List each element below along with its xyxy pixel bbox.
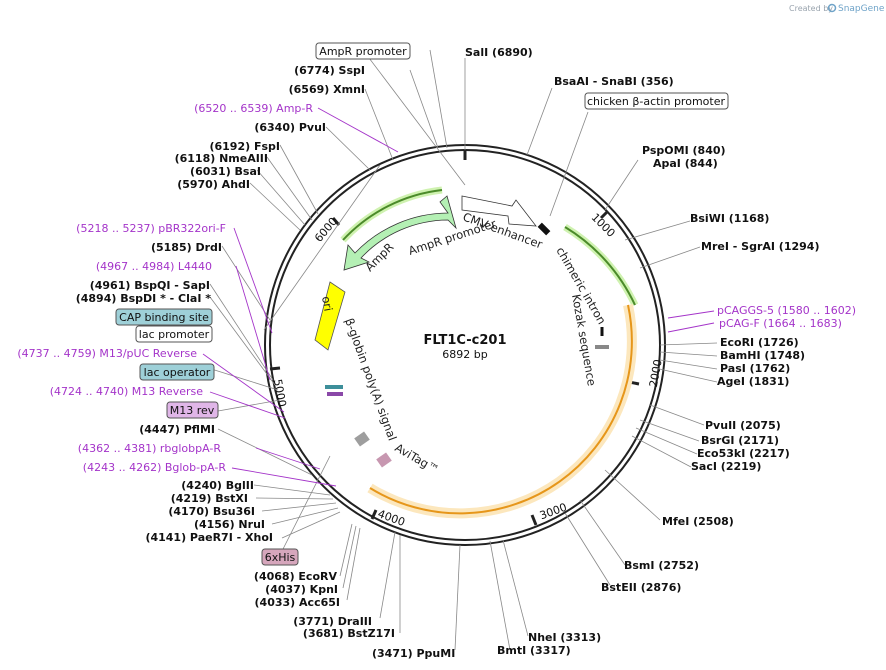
enzyme-eco53ki: Eco53kI (2217) bbox=[697, 447, 790, 460]
enzyme-pspomi: PspOMI (840) bbox=[642, 144, 726, 157]
enzyme-bamhi: BamHI (1748) bbox=[720, 349, 805, 362]
enzyme-xmni: (6569) XmnI bbox=[289, 83, 365, 96]
ori-feature bbox=[314, 281, 346, 351]
tick-label-1000: 1000 bbox=[589, 211, 618, 240]
leader-lines bbox=[204, 49, 718, 651]
enzyme-bstxi: (4219) BstXI bbox=[171, 492, 248, 505]
enzyme-nrui: (4156) NruI bbox=[194, 518, 265, 531]
label-chicken-beta-actin-promoter: chicken β-actin promoter bbox=[587, 95, 725, 108]
label-cap-binding-site: CAP binding site bbox=[119, 311, 209, 324]
enzyme-kpni: (4037) KpnI bbox=[265, 583, 338, 596]
ampr-promoter-arc bbox=[340, 186, 443, 243]
cds-orange-arc bbox=[367, 303, 637, 519]
enzyme-agei: AgeI (1831) bbox=[717, 375, 789, 388]
enzyme-bsmi: BsmI (2752) bbox=[624, 559, 699, 572]
enzyme-bsu36i: (4170) Bsu36I bbox=[168, 505, 255, 518]
enzyme-nhei: NheI (3313) bbox=[528, 631, 601, 644]
enzyme-prei-sgrai: MreI - SgrAI (1294) bbox=[701, 240, 819, 253]
feature-beta-globin-polya: β-globin poly(A) signal bbox=[342, 316, 399, 442]
primer-m13-reverse: (4724 .. 4740) M13 Reverse bbox=[50, 385, 203, 398]
primer-l4440: (4967 .. 4984) L4440 bbox=[96, 260, 212, 273]
plasmid-name: FLT1C-c201 bbox=[423, 333, 506, 348]
enzyme-drdi: (5185) DrdI bbox=[151, 241, 222, 254]
kozak-bar bbox=[595, 345, 609, 349]
enzyme-bsiwi: BsiWI (1168) bbox=[690, 212, 769, 225]
brand-name: SnapGene bbox=[838, 4, 885, 14]
enzyme-bspdi-clai: (4894) BspDI * - ClaI * bbox=[76, 292, 212, 305]
primer-pcaggs-5: pCAGGS-5 (1580 .. 1602) bbox=[717, 304, 856, 317]
enzyme-bsteii: BstEII (2876) bbox=[601, 581, 681, 594]
enzyme-bspqi-sapi: (4961) BspQI - SapI bbox=[90, 279, 210, 292]
enzyme-fspi: (6192) FspI bbox=[209, 140, 280, 153]
enzyme-mfei: MfeI (2508) bbox=[662, 515, 734, 528]
primer-labels: (6520 .. 6539) Amp-R (5218 .. 5237) pBR3… bbox=[17, 102, 856, 474]
enzyme-pvui: (6340) PvuI bbox=[254, 121, 326, 134]
enzyme-draiii: (3771) DraIII bbox=[293, 615, 372, 628]
enzyme-bglii: (4240) BglII bbox=[181, 479, 254, 492]
enzyme-nmeaiii: (6118) NmeAIII bbox=[175, 152, 268, 165]
enzyme-bmti: BmtI (3317) bbox=[497, 644, 571, 657]
ampr-feature bbox=[343, 195, 457, 271]
enzyme-bsaai-snabi: BsaAI - SnaBI (356) bbox=[554, 75, 674, 88]
enzyme-labels-left: (6774) SspI (6569) XmnI (6340) PvuI (619… bbox=[76, 64, 395, 640]
primer-rbglobpa-r: (4362 .. 4381) rbglobpA-R bbox=[78, 442, 222, 455]
cmv-enhancer-feature bbox=[461, 195, 537, 227]
tick-label-2000: 2000 bbox=[647, 358, 665, 388]
label-m13-rev: M13 rev bbox=[170, 404, 215, 417]
position-ticks bbox=[269, 150, 640, 526]
created-by-text: Created by bbox=[789, 4, 833, 13]
label-lac-promoter: lac promoter bbox=[139, 328, 210, 341]
primer-bglob-pa-r: (4243 .. 4262) Bglob-pA-R bbox=[83, 461, 227, 474]
primer-amp-r: (6520 .. 6539) Amp-R bbox=[194, 102, 313, 115]
enzyme-apai: ApaI (844) bbox=[653, 157, 718, 170]
enzyme-labels-right: SalI (6890) BsaAI - SnaBI (356) PspOMI (… bbox=[372, 46, 819, 660]
feature-ori: ori bbox=[319, 295, 335, 312]
enzyme-sali: SalI (6890) bbox=[465, 46, 533, 59]
label-lac-operator: lac operator bbox=[144, 366, 211, 379]
snapgene-logo-icon bbox=[827, 3, 837, 13]
enzyme-pflmi: (4447) PflMI bbox=[139, 423, 215, 436]
enzyme-ppumi: (3471) PpuMI bbox=[372, 647, 455, 660]
plasmid-length: 6892 bp bbox=[442, 348, 487, 361]
primer-pcag-f: pCAG-F (1664 .. 1683) bbox=[719, 317, 842, 330]
feature-avitag: AviTag™ bbox=[393, 440, 442, 476]
enzyme-pasi: PasI (1762) bbox=[720, 362, 790, 375]
enzyme-ahdi: (5970) AhdI bbox=[177, 178, 250, 191]
primer-leader-lines bbox=[202, 107, 715, 487]
enzyme-paer7i-xhoi: (4141) PaeR7I - XhoI bbox=[145, 531, 273, 544]
primer-pbr322ori-f: (5218 .. 5237) pBR322ori-F bbox=[76, 222, 226, 235]
kozak-marker bbox=[537, 222, 551, 236]
chimeric-intron-arc bbox=[563, 224, 639, 307]
lac-operator-marker bbox=[325, 385, 343, 389]
enzyme-pvuii: PvuII (2075) bbox=[705, 419, 781, 432]
enzyme-bsrgi: BsrGI (2171) bbox=[701, 434, 779, 447]
his-marker bbox=[354, 431, 370, 447]
label-6xhis: 6xHis bbox=[265, 551, 296, 564]
enzyme-ecorv: (4068) EcoRV bbox=[254, 570, 338, 583]
enzyme-sspi: (6774) SspI bbox=[294, 64, 365, 77]
label-ampr-promoter: AmpR promoter bbox=[319, 45, 407, 58]
enzyme-bsai: (6031) BsaI bbox=[190, 165, 261, 178]
enzyme-bstz17i: (3681) BstZ17I bbox=[303, 627, 395, 640]
m13-rev-marker bbox=[327, 392, 343, 396]
enzyme-saci: SacI (2219) bbox=[691, 460, 761, 473]
avitag-marker bbox=[376, 452, 392, 468]
enzyme-ecori: EcoRI (1726) bbox=[720, 336, 799, 349]
boxed-feature-labels: AmpR promoter chicken β-actin promoter C… bbox=[115, 42, 729, 566]
enzyme-acc65i: (4033) Acc65I bbox=[255, 596, 340, 609]
primer-m13-puc-reverse: (4737 .. 4759) M13/pUC Reverse bbox=[17, 347, 197, 360]
